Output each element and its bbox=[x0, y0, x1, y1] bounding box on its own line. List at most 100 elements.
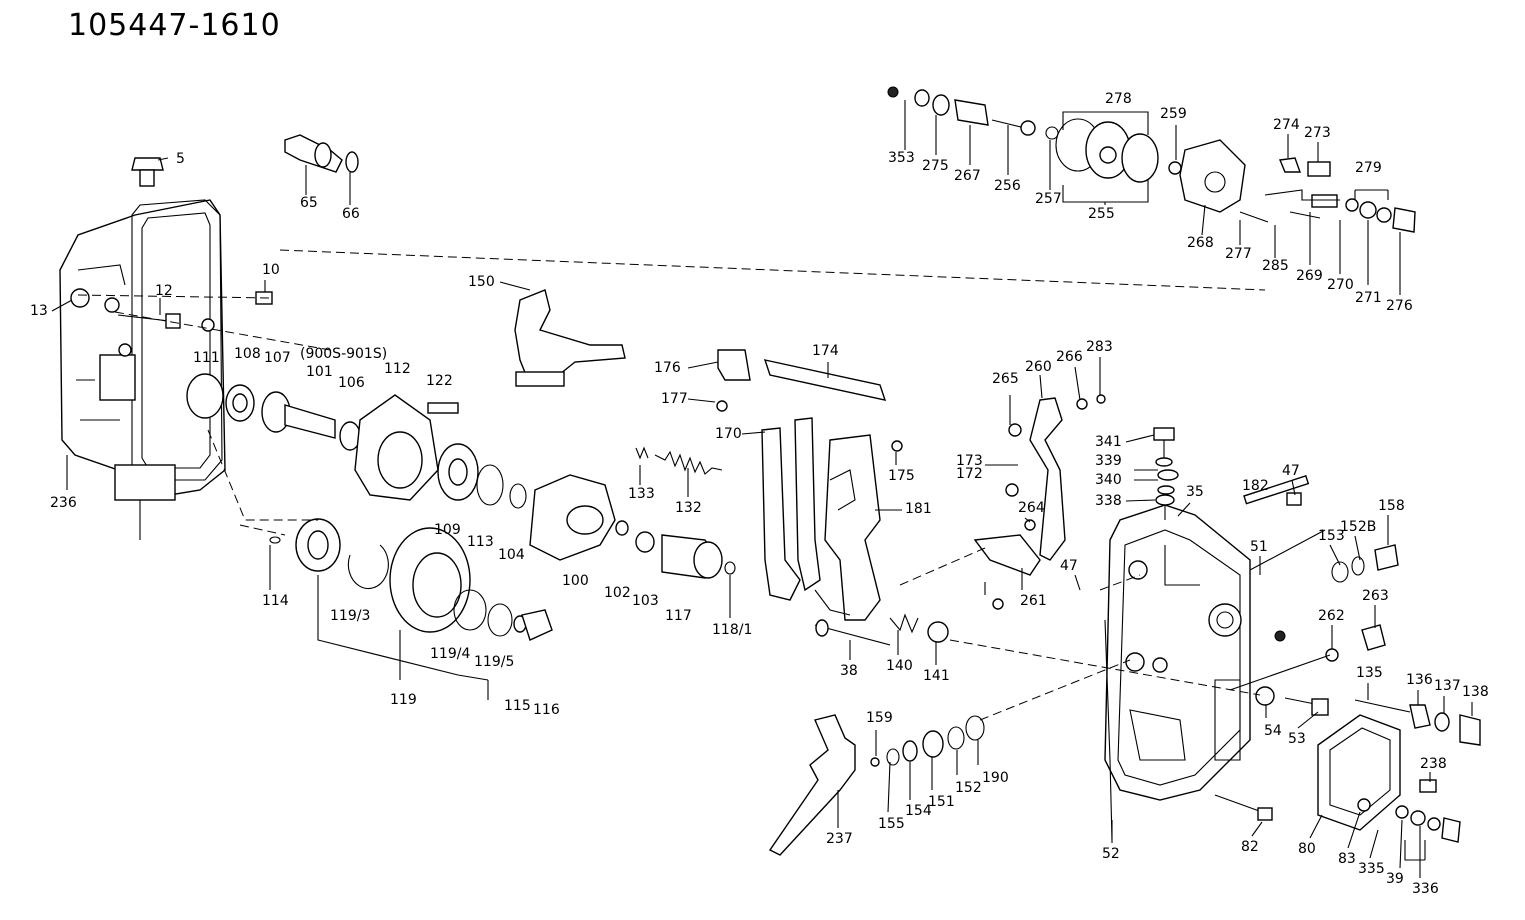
leader-line bbox=[1297, 711, 1319, 729]
part-label: 269 bbox=[1296, 268, 1323, 284]
part-label: 170 bbox=[715, 426, 742, 442]
part-label: 277 bbox=[1225, 246, 1252, 262]
part-label: 12 bbox=[155, 283, 173, 299]
part-label: 353 bbox=[888, 150, 915, 166]
part-label: 259 bbox=[1160, 106, 1187, 122]
part-label: 112 bbox=[384, 361, 411, 377]
leader-line bbox=[157, 157, 169, 161]
part-label: 133 bbox=[628, 486, 655, 502]
part-label: 335 bbox=[1358, 861, 1385, 877]
part-label: 108 bbox=[234, 346, 261, 362]
part-label: 182 bbox=[1242, 478, 1269, 494]
part-label: 103 bbox=[632, 593, 659, 609]
part-label: 107 bbox=[264, 350, 291, 366]
part-label: 53 bbox=[1288, 731, 1306, 747]
part-label: 135 bbox=[1356, 665, 1383, 681]
assembly-axis-lines bbox=[77, 111, 1426, 861]
part-label: 35 bbox=[1186, 484, 1204, 500]
part-label: 265 bbox=[992, 371, 1019, 387]
part-label: 13 bbox=[30, 303, 48, 319]
part-label: 54 bbox=[1264, 723, 1282, 739]
lever-260-261 bbox=[973, 394, 1106, 610]
part-label: 274 bbox=[1273, 117, 1300, 133]
part-label: 152B bbox=[1340, 519, 1376, 535]
part-label: 264 bbox=[1018, 500, 1045, 516]
part-label: 132 bbox=[675, 500, 702, 516]
part-label: 47 bbox=[1060, 558, 1078, 574]
part-label: 116 bbox=[533, 702, 560, 718]
leader-line bbox=[499, 281, 531, 291]
part-label: 47 bbox=[1282, 463, 1300, 479]
part-label: 114 bbox=[262, 593, 289, 609]
part-label: 339 bbox=[1095, 453, 1122, 469]
leader-line bbox=[1329, 544, 1341, 566]
leader-line bbox=[741, 431, 766, 435]
control-lever-190 bbox=[768, 714, 985, 856]
part-label: 261 bbox=[1020, 593, 1047, 609]
nut-bolts-52-53-54 bbox=[1214, 686, 1329, 821]
part-label: 80 bbox=[1298, 841, 1316, 857]
part-label: 118/1 bbox=[712, 622, 752, 638]
link-plates-170-181 bbox=[761, 417, 903, 621]
part-label: 173 bbox=[956, 453, 983, 469]
part-label: 260 bbox=[1025, 359, 1052, 375]
leader-line bbox=[1251, 821, 1263, 837]
part-label: 263 bbox=[1362, 588, 1389, 604]
part-label: 65 bbox=[300, 195, 318, 211]
gear-assembly-119 bbox=[269, 518, 553, 700]
cover-plate-238 bbox=[1317, 714, 1461, 843]
part-label: 238 bbox=[1420, 756, 1447, 772]
leader-line bbox=[887, 761, 891, 813]
part-label: 255 bbox=[1088, 206, 1115, 222]
part-label: 66 bbox=[342, 206, 360, 222]
leader-line bbox=[687, 361, 719, 369]
part-label: 119 bbox=[390, 692, 417, 708]
part-label: (900S-901S) bbox=[300, 346, 387, 362]
leader-line bbox=[1125, 499, 1156, 502]
part-label: 285 bbox=[1262, 258, 1289, 274]
part-label: 150 bbox=[468, 274, 495, 290]
part-label: 102 bbox=[604, 585, 631, 601]
part-label: 52 bbox=[1102, 846, 1120, 862]
part-label: 276 bbox=[1386, 298, 1413, 314]
part-label: 10 bbox=[262, 262, 280, 278]
part-label: 159 bbox=[866, 710, 893, 726]
part-label: 262 bbox=[1318, 608, 1345, 624]
part-label: 141 bbox=[923, 668, 950, 684]
part-label: 138 bbox=[1462, 684, 1489, 700]
leader-line bbox=[1369, 829, 1379, 859]
part-label: 267 bbox=[954, 168, 981, 184]
part-label: 83 bbox=[1338, 851, 1356, 867]
leader-line bbox=[51, 299, 73, 312]
governor-housing-right bbox=[1104, 504, 1286, 841]
leader-line bbox=[1039, 374, 1043, 399]
part-label: 5 bbox=[176, 151, 185, 167]
adjusting-screw-135-138 bbox=[1354, 699, 1481, 746]
part-label: 152 bbox=[955, 780, 982, 796]
part-label: 140 bbox=[886, 658, 913, 674]
leader-line bbox=[1074, 574, 1081, 591]
pressure-assembly-278 bbox=[887, 86, 1416, 233]
part-label: 338 bbox=[1095, 493, 1122, 509]
part-label: 181 bbox=[905, 501, 932, 517]
part-label: 155 bbox=[878, 816, 905, 832]
part-label: 158 bbox=[1378, 498, 1405, 514]
part-label: 236 bbox=[50, 495, 77, 511]
part-label: 101 bbox=[306, 364, 333, 380]
part-label: 256 bbox=[994, 178, 1021, 194]
part-label: 341 bbox=[1095, 434, 1122, 450]
part-label: 115 bbox=[504, 698, 531, 714]
part-label: 257 bbox=[1035, 191, 1062, 207]
part-label: 270 bbox=[1327, 277, 1354, 293]
part-label: 175 bbox=[888, 468, 915, 484]
part-label: 278 bbox=[1105, 91, 1132, 107]
part-label: 137 bbox=[1434, 678, 1461, 694]
part-label: 106 bbox=[338, 375, 365, 391]
part-label: 279 bbox=[1355, 160, 1382, 176]
leader-line bbox=[1291, 479, 1296, 496]
part-label: 275 bbox=[922, 158, 949, 174]
leader-line bbox=[1125, 434, 1155, 443]
part-label: 119/4 bbox=[430, 646, 470, 662]
part-label: 113 bbox=[467, 534, 494, 550]
